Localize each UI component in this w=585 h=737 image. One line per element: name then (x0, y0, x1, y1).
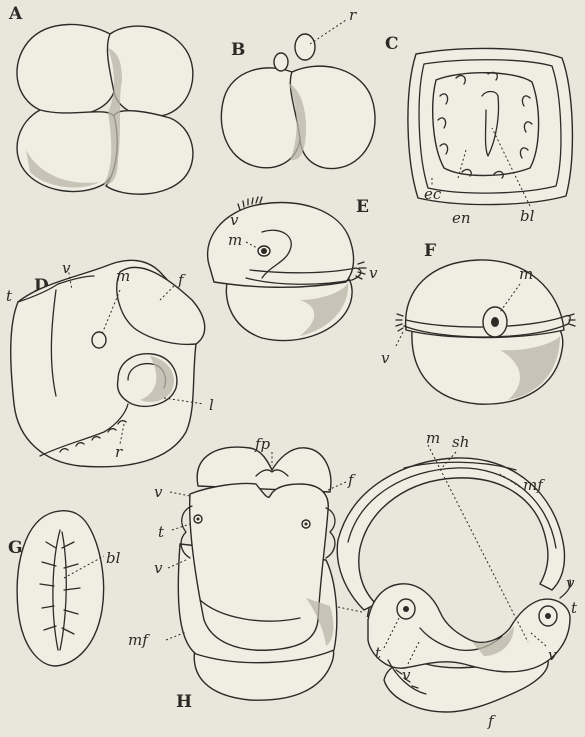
figure-b-caption: B (231, 40, 245, 60)
figure-c-caption: C (385, 34, 399, 54)
figure-a-caption: A (8, 4, 23, 24)
figure-e-caption: E (356, 197, 369, 217)
figure-c-label-bl: bl (520, 207, 535, 225)
figure-h-body (190, 483, 329, 650)
figure-e-label-v-side: v (369, 264, 378, 282)
figure-d-label-v: v (62, 259, 71, 277)
figure-i-eye-left-pupil (403, 606, 409, 612)
figure-d-label-r: r (115, 443, 123, 461)
figure-h-eye-right (305, 523, 308, 526)
figure-f-caption: F (424, 241, 436, 261)
figure-h-eye-left (197, 518, 200, 521)
figure-a-cell-bottom-left (17, 110, 119, 192)
figure-i-eye-right-pupil (545, 613, 551, 619)
figure-e-label-m: m (228, 231, 242, 249)
figure-f-label-v: v (381, 349, 390, 367)
figure-i-label-v-top: v (566, 574, 575, 592)
figure-h-label-v-mid: v (154, 559, 163, 577)
figure-h-label-mf: mf (128, 631, 150, 649)
figure-i-label-v-bottom: v (402, 666, 411, 684)
figure-b-polar-body-small (274, 53, 288, 71)
figure-i-label-t-left: t (375, 644, 382, 662)
figure-g-outline (17, 511, 103, 666)
figure-h-caption: H (176, 692, 192, 712)
figure-g-label-bl: bl (106, 549, 121, 567)
figure-e-mouth-pit (261, 248, 267, 254)
figure-i-label-sh: sh (452, 433, 469, 451)
figure-b-polar-body-large (295, 34, 315, 60)
figure-i-label-m: m (426, 429, 440, 447)
figure-h-label-v-top: v (154, 483, 163, 501)
figure-c-label-en: en (452, 209, 471, 227)
figure-g-caption: G (8, 538, 23, 558)
figure-d-mouth (92, 332, 106, 348)
figure-d-label-l: l (209, 396, 214, 414)
figure-f-label-m: m (519, 265, 533, 283)
figure-f-mouth (491, 317, 499, 327)
figure-i-label-v-right: v (548, 646, 557, 664)
figure-d-label-m: m (116, 267, 130, 285)
figure-c-label-ec: ec (424, 185, 442, 203)
figure-d-label-t: t (6, 287, 13, 305)
figure-e-label-v-top: v (230, 211, 239, 229)
figure-b-label-r: r (349, 6, 357, 24)
figure-h-label-t: t (158, 523, 165, 541)
figure-i-label-mf: mf (523, 476, 545, 494)
figure-a-cell-top-left (17, 24, 118, 115)
figure-h-label-fp: fp (254, 435, 271, 453)
figure-i-label-t-right: t (571, 599, 578, 617)
